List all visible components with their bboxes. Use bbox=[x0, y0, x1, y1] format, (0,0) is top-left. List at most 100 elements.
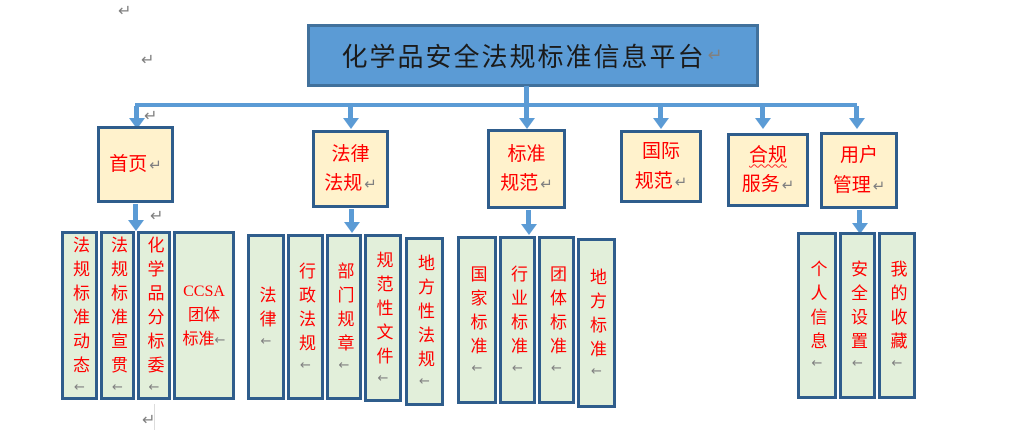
cell-end-mark: ← bbox=[214, 332, 226, 348]
leaf-local-standard: 地方标准← bbox=[577, 238, 616, 408]
leaf-label: 团体标准 bbox=[547, 264, 566, 361]
connector-standards-children bbox=[526, 210, 531, 225]
paragraph-mark: ↵ bbox=[781, 176, 795, 194]
connector-horizontal-rail bbox=[135, 103, 857, 107]
branch-home: 首页↵ bbox=[97, 126, 174, 203]
cell-end-mark: ← bbox=[336, 357, 352, 373]
leaf-label: 法规标准宣贯 bbox=[108, 236, 127, 380]
branch-users-line1: 用户 bbox=[839, 145, 878, 167]
branch-international-line2: 规范↵ bbox=[634, 170, 688, 192]
leaf-industry-standard: 行业标准← bbox=[499, 236, 536, 404]
branch-standards: 标准 规范↵ bbox=[487, 129, 566, 209]
leaf-label: 我的收藏 bbox=[887, 260, 907, 356]
connector-root-stem bbox=[524, 86, 529, 105]
branch-compliance-line1: 合规 bbox=[749, 141, 787, 170]
arrow-users-children bbox=[852, 223, 868, 234]
arrow-standards-children bbox=[521, 224, 537, 235]
branch-compliance-line2: 服务↵ bbox=[741, 174, 795, 195]
connector-drop-compliance bbox=[760, 106, 765, 119]
arrow-down-compliance bbox=[755, 118, 771, 129]
leaf-department-rule: 部门规章← bbox=[326, 234, 362, 400]
leaf-national-standard: 国家标准← bbox=[457, 236, 497, 404]
branch-standards-line2: 规范↵ bbox=[500, 173, 553, 194]
connector-home-children bbox=[133, 204, 138, 221]
connector-laws-children bbox=[349, 209, 354, 223]
leaf-label: 法规标准动态 bbox=[70, 236, 89, 380]
leaf-label: 国家标准 bbox=[467, 264, 487, 361]
connector-drop-international bbox=[658, 106, 663, 119]
faint-gridline bbox=[154, 404, 155, 430]
branch-laws-line2: 法规↵ bbox=[324, 173, 377, 194]
paragraph-mark: ↵ bbox=[118, 1, 132, 20]
cell-end-mark: ← bbox=[809, 356, 825, 371]
leaf-label-line2: 团体 bbox=[187, 306, 220, 324]
connector-drop-home bbox=[134, 106, 139, 119]
paragraph-mark: ↵ bbox=[141, 50, 155, 69]
leaf-label-line1: CCSA bbox=[183, 282, 225, 300]
cell-end-mark: ← bbox=[375, 370, 391, 386]
leaf-label: 地方性法规 bbox=[415, 254, 434, 374]
leaf-label: 法律 bbox=[256, 285, 276, 334]
connector-drop-laws bbox=[348, 106, 353, 119]
spellcheck-squiggle-text: 合规 bbox=[748, 144, 787, 166]
leaf-label: 行业标准 bbox=[508, 264, 527, 361]
branch-international-line1: 国际 bbox=[641, 141, 680, 163]
leaf-ccsa-group-standard: CCSA 团体 标准← bbox=[173, 231, 235, 400]
paragraph-mark: ↵ bbox=[149, 155, 162, 174]
cell-end-mark: ← bbox=[258, 333, 274, 349]
branch-standards-line1: 标准 bbox=[507, 143, 546, 165]
leaf-label: 安全设置 bbox=[848, 260, 867, 356]
paragraph-mark: ↵ bbox=[540, 175, 553, 193]
arrow-down-home bbox=[129, 118, 145, 129]
leaf-regulation-news: 法规标准动态← bbox=[61, 231, 98, 400]
leaf-security-settings: 安全设置← bbox=[839, 232, 876, 399]
paragraph-mark: ↵ bbox=[150, 206, 164, 225]
leaf-group-standard: 团体标准← bbox=[538, 236, 575, 404]
root-node-platform: 化学品安全法规标准信息平台↵ bbox=[307, 24, 759, 87]
cell-end-mark: ← bbox=[850, 356, 865, 371]
paragraph-mark: ↵ bbox=[707, 45, 725, 66]
paragraph-mark: ↵ bbox=[872, 176, 886, 195]
leaf-regulation-publicity: 法规标准宣贯← bbox=[100, 231, 135, 400]
arrow-down-standards bbox=[519, 118, 535, 129]
arrow-down-international bbox=[653, 118, 669, 129]
connector-drop-users bbox=[854, 106, 859, 119]
paragraph-mark: ↵ bbox=[674, 172, 688, 191]
cell-end-mark: ← bbox=[298, 357, 313, 373]
leaf-local-regulation: 地方性法规← bbox=[405, 237, 444, 406]
cell-end-mark: ← bbox=[72, 380, 87, 395]
leaf-administrative-regulation: 行政法规← bbox=[287, 234, 324, 400]
connector-users-children bbox=[857, 210, 862, 224]
leaf-label: 地方标准 bbox=[587, 267, 606, 364]
root-node-label: 化学品安全法规标准信息平台 bbox=[341, 43, 706, 72]
arrow-laws-children bbox=[344, 222, 360, 233]
leaf-chemical-subcommittee: 化学品分标委← bbox=[137, 231, 171, 400]
cell-end-mark: ← bbox=[889, 356, 905, 371]
branch-laws: 法律 法规↵ bbox=[312, 130, 389, 208]
arrow-home-children bbox=[128, 220, 144, 231]
paragraph-mark: ↵ bbox=[144, 106, 158, 125]
branch-international: 国际 规范↵ bbox=[620, 130, 702, 203]
leaf-label: 规范性文件 bbox=[373, 250, 393, 371]
cell-end-mark: ← bbox=[469, 360, 485, 376]
branch-home-label: 首页↵ bbox=[109, 153, 162, 175]
arrow-down-users bbox=[849, 118, 865, 129]
cell-end-mark: ← bbox=[549, 360, 564, 376]
cell-end-mark: ← bbox=[146, 380, 162, 395]
connector-drop-standards bbox=[524, 106, 529, 119]
leaf-my-favorites: 我的收藏← bbox=[878, 232, 916, 399]
branch-users: 用户 管理↵ bbox=[820, 132, 898, 209]
leaf-label: 个人信息 bbox=[807, 260, 827, 356]
leaf-personal-info: 个人信息← bbox=[797, 232, 837, 399]
leaf-label: 化学品分标委 bbox=[144, 236, 164, 380]
leaf-law: 法律← bbox=[247, 234, 285, 400]
arrow-down-laws bbox=[343, 118, 359, 129]
paragraph-mark: ↵ bbox=[364, 175, 377, 193]
branch-compliance: 合规 服务↵ bbox=[727, 133, 809, 207]
leaf-label-line3: 标准← bbox=[182, 330, 226, 348]
cell-end-mark: ← bbox=[110, 380, 125, 395]
leaf-label: 行政法规 bbox=[296, 261, 315, 358]
paragraph-mark: ↵ bbox=[142, 410, 156, 429]
branch-laws-line1: 法律 bbox=[331, 143, 370, 165]
